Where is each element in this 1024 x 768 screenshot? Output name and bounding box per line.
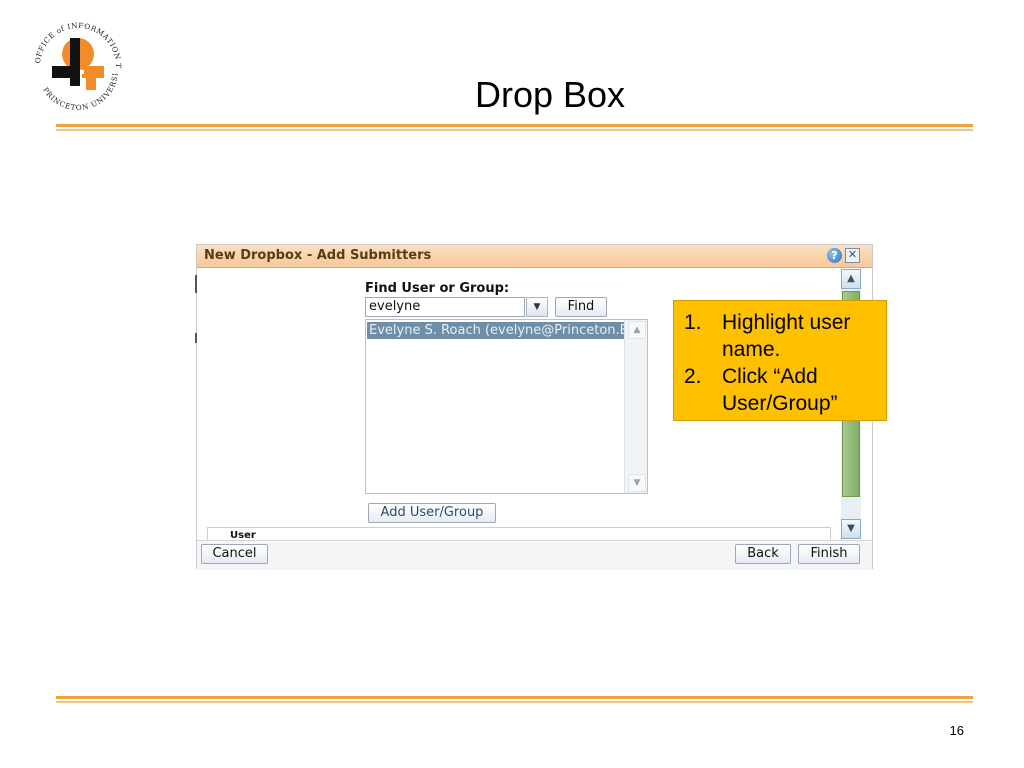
find-user-label: Find User or Group: <box>365 281 510 296</box>
scroll-down-icon[interactable]: ▼ <box>628 474 646 492</box>
scroll-down-icon[interactable]: ▼ <box>841 519 861 539</box>
left-edge-mark <box>195 333 197 343</box>
cancel-button[interactable]: Cancel <box>201 544 268 564</box>
step-text: Highlight user name. <box>722 311 851 361</box>
find-button[interactable]: Find <box>555 297 607 317</box>
search-input[interactable]: evelyne <box>365 297 525 317</box>
chevron-down-icon[interactable]: ▼ <box>526 297 548 317</box>
scroll-up-icon[interactable]: ▲ <box>628 321 646 339</box>
left-edge-mark <box>195 275 197 293</box>
results-scrollbar[interactable]: ▲ ▼ <box>624 320 647 493</box>
results-list[interactable]: Evelyne S. Roach (evelyne@Princeton.EDU)… <box>365 319 648 494</box>
step-number: 2. <box>684 365 702 388</box>
dialog-title-bar[interactable]: New Dropbox - Add Submitters ? ✕ <box>197 245 872 268</box>
bottom-divider <box>56 696 973 703</box>
instruction-callout: 1. Highlight user name. 2. Click “Add Us… <box>673 300 887 421</box>
page-number: 16 <box>949 723 964 738</box>
close-icon[interactable]: ✕ <box>845 248 860 263</box>
user-column-header: User <box>230 530 256 538</box>
list-item-selected-user[interactable]: Evelyne S. Roach (evelyne@Princeton.EDU) <box>367 322 625 339</box>
top-divider <box>56 124 973 131</box>
oit-logo: OFFICE of INFORMATION TECHNOLOGY PRINCET… <box>20 5 132 120</box>
add-user-group-button[interactable]: Add User/Group <box>368 503 496 523</box>
scroll-up-icon[interactable]: ▲ <box>841 269 861 289</box>
oit-logo-mark: OFFICE of INFORMATION TECHNOLOGY PRINCET… <box>20 5 130 118</box>
dialog-title: New Dropbox - Add Submitters <box>204 248 432 263</box>
step-text: Click “Add User/Group” <box>722 365 838 415</box>
user-table-panel: User <box>207 527 831 541</box>
finish-button[interactable]: Finish <box>798 544 860 564</box>
slide-title: Drop Box <box>474 74 626 115</box>
step-number: 1. <box>684 311 702 334</box>
back-button[interactable]: Back <box>735 544 791 564</box>
help-icon[interactable]: ? <box>827 248 842 263</box>
